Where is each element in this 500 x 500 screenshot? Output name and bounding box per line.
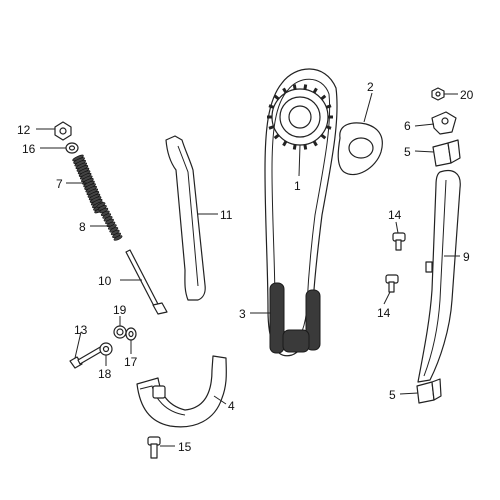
callout-4: 4 — [228, 399, 235, 413]
guide-holder-lower — [416, 378, 442, 404]
washer-17 — [125, 327, 137, 341]
inner-spring — [96, 202, 123, 241]
upper-chain-guide — [165, 135, 206, 301]
lower-chain-guide — [136, 355, 227, 428]
guide-holder-upper — [432, 139, 461, 167]
callout-9: 9 — [463, 250, 470, 264]
stopper-plate — [431, 111, 457, 135]
callout-20: 20 — [460, 88, 474, 102]
callout-16: 16 — [22, 142, 36, 156]
cam-chain-links — [269, 282, 321, 354]
callout-5-upper: 5 — [404, 145, 411, 159]
sprocket-washer — [337, 122, 383, 176]
callout-11: 11 — [220, 208, 233, 222]
chain-tensioner-slider — [417, 169, 461, 383]
callout-3: 3 — [239, 307, 246, 321]
sealing-bolt — [54, 121, 72, 141]
bolt-14-lower — [385, 274, 399, 293]
callout-14-upper: 14 — [388, 208, 402, 222]
washer-18 — [99, 342, 113, 356]
callout-19: 19 — [113, 303, 127, 317]
callout-14-lower: 14 — [377, 306, 391, 320]
callout-15: 15 — [178, 440, 192, 454]
callout-1: 1 — [294, 179, 301, 193]
callout-5-lower: 5 — [389, 388, 396, 402]
callout-12: 12 — [17, 123, 31, 137]
o-ring-19 — [113, 325, 127, 339]
sealing-washer — [65, 142, 79, 154]
tensioner-push-rod — [125, 249, 168, 315]
cam-chain — [264, 68, 338, 357]
callout-18: 18 — [98, 367, 112, 381]
bolt-20 — [431, 87, 445, 101]
callout-7: 7 — [56, 177, 63, 191]
bolt-15 — [147, 436, 161, 459]
cam-sprocket — [267, 84, 333, 150]
callout-8: 8 — [79, 220, 86, 234]
callout-17: 17 — [124, 355, 138, 369]
callout-2: 2 — [367, 80, 374, 94]
callout-6: 6 — [404, 119, 411, 133]
bolt-14-upper — [392, 232, 406, 251]
callout-13: 13 — [74, 323, 88, 337]
callout-10: 10 — [98, 274, 112, 288]
callout-labels: 1 2 3 4 5 5 6 7 8 9 10 11 12 13 14 14 15… — [17, 80, 474, 454]
leader-lines — [36, 92, 460, 447]
